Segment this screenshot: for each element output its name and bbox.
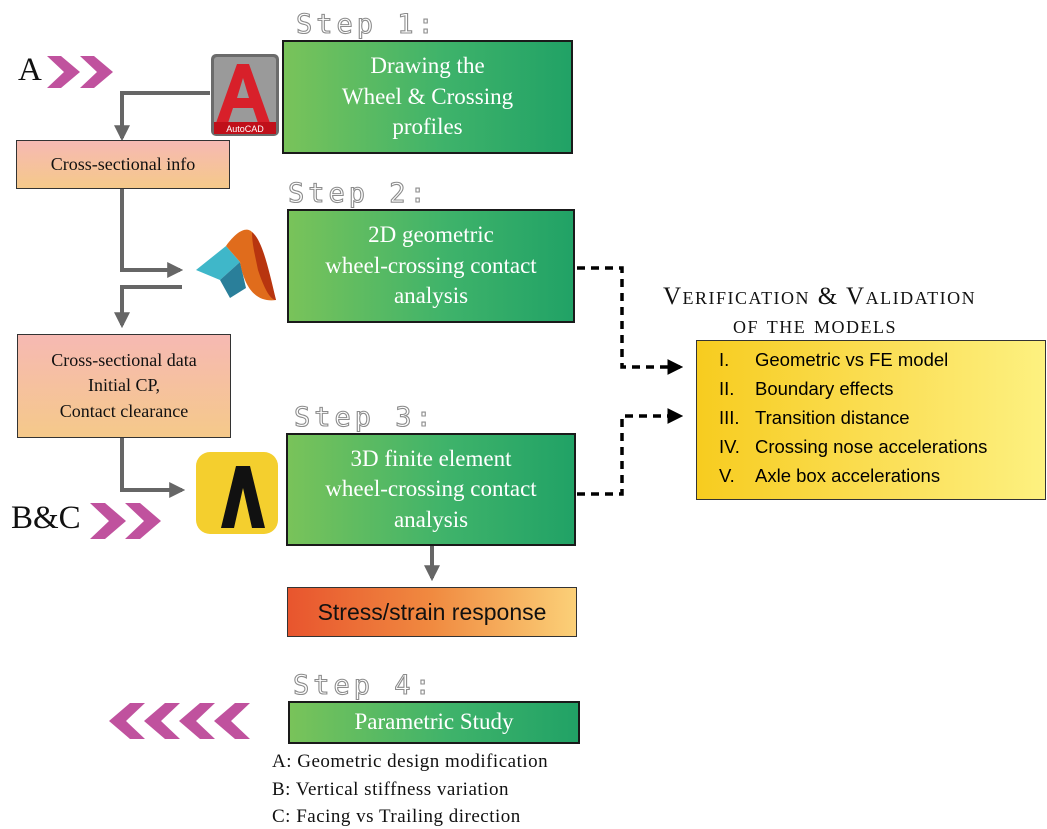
parametric-item-b: B: Vertical stiffness variation bbox=[272, 779, 509, 800]
verification-list-box: I. Geometric vs FE model II. Boundary ef… bbox=[696, 340, 1046, 500]
step3-label: Step 3: bbox=[293, 402, 436, 433]
arrow-info-to-matlab bbox=[120, 188, 184, 278]
chevrons-a-icon bbox=[47, 56, 113, 88]
parametric-item-a: A: Geometric design modification bbox=[272, 751, 549, 772]
parametric-item-c: C: Facing vs Trailing direction bbox=[272, 806, 521, 827]
step2-box: 2D geometric wheel-crossing contact anal… bbox=[287, 209, 575, 323]
matlab-icon bbox=[196, 229, 276, 301]
stress-strain-response-box: Stress/strain response bbox=[287, 587, 577, 637]
step3-box: 3D finite element wheel-crossing contact… bbox=[286, 433, 576, 546]
input-a-label: A bbox=[18, 52, 42, 88]
dashed-step2-to-verification bbox=[577, 266, 684, 375]
autocad-label: AutoCAD bbox=[226, 124, 264, 134]
cross-sectional-info-box: Cross-sectional info bbox=[16, 140, 230, 189]
chevrons-bc-icon bbox=[90, 503, 161, 539]
step1-label: Step 1: bbox=[295, 9, 438, 40]
cross-sectional-data-box: Cross-sectional data Initial CP, Contact… bbox=[17, 334, 231, 438]
arrow-data-to-abaqus bbox=[120, 438, 186, 498]
step4-label: Step 4: bbox=[292, 670, 435, 701]
step4-box: Parametric Study bbox=[288, 701, 580, 744]
step2-label: Step 2: bbox=[287, 178, 430, 209]
arrow-autocad-to-info bbox=[114, 91, 210, 142]
verification-title-line1: Verification & Validation bbox=[663, 283, 977, 310]
input-bc-label: B&C bbox=[11, 500, 81, 536]
verification-title-line2: of the models bbox=[733, 312, 898, 339]
dashed-step3-to-verification bbox=[577, 408, 684, 496]
stress-strain-response-text: Stress/strain response bbox=[317, 598, 547, 625]
arrow-matlab-to-data bbox=[114, 285, 182, 329]
autocad-icon: AutoCAD bbox=[211, 54, 279, 136]
chevrons-back-icon bbox=[109, 703, 250, 739]
step1-box: Drawing the Wheel & Crossing profiles bbox=[282, 40, 573, 154]
abaqus-icon bbox=[196, 452, 278, 534]
